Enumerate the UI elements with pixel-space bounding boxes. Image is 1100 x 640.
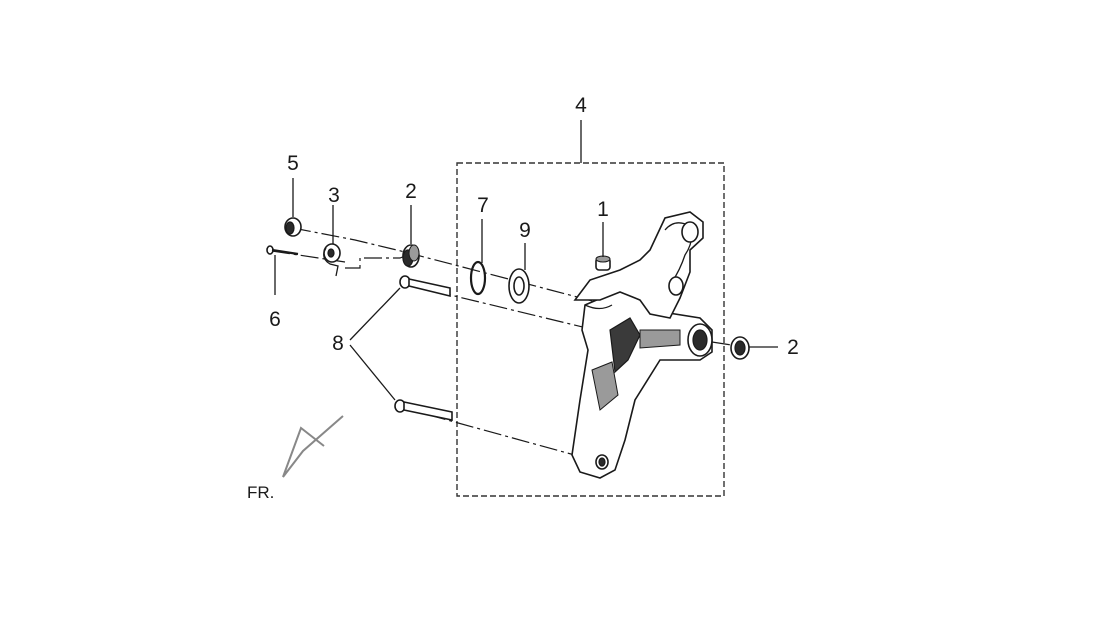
axis-line-upper [292,227,601,304]
callout-9: 9 [519,219,531,242]
part-4-bracket-assembly [571,211,713,479]
leader-8-lower [349,344,396,401]
part-9-bearing [508,268,530,304]
callout-2-right: 2 [787,336,799,359]
part-2-collar-right [730,336,750,360]
callout-1: 1 [597,198,609,221]
axis-line-collar-right [711,341,739,347]
part-8-bolt-upper [399,275,451,298]
part-5-cap [284,217,302,237]
callout-7: 7 [477,194,489,217]
callout-4: 4 [575,94,587,117]
front-direction-label: FR. [247,483,274,502]
axis-line-step [345,255,406,269]
part-6-pin [266,245,299,256]
part-3-clip [323,243,341,277]
callout-6: 6 [269,308,281,331]
part-2-collar-left [402,244,420,268]
part-8-bolt-lower [394,399,453,421]
callout-8: 8 [332,332,344,355]
assembly-frame [456,162,725,497]
callout-2-left: 2 [405,180,417,203]
callout-3: 3 [328,184,340,207]
leader-8-upper [349,287,401,341]
part-1-dowel [595,255,611,271]
callout-5: 5 [287,152,299,175]
part-7-snap-ring [469,260,487,296]
front-direction-arrow-icon [282,415,344,478]
